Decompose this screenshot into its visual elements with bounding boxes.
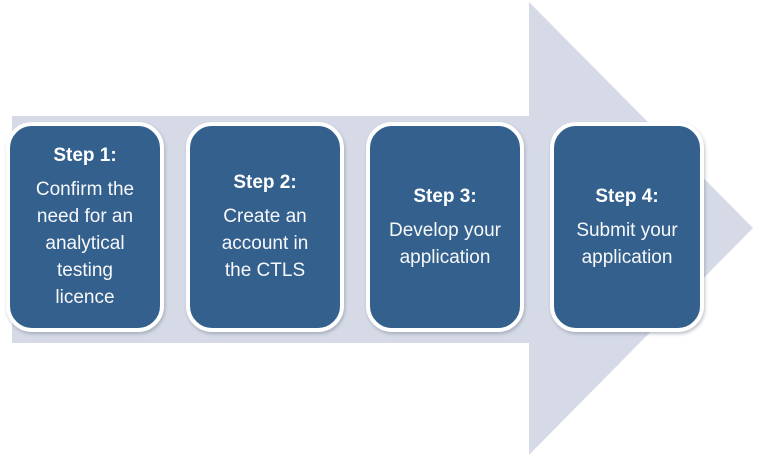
step-3-box: Step 3: Develop your application	[366, 122, 524, 332]
step-4-box: Step 4: Submit your application	[550, 122, 704, 332]
step-2-box: Step 2: Create an account in the CTLS	[186, 122, 344, 332]
step-2-description: Create an account in the CTLS	[221, 206, 309, 281]
step-1-heading: Step 1:	[53, 145, 117, 166]
step-4-heading: Step 4:	[595, 185, 659, 207]
step-3-heading: Step 3:	[413, 185, 477, 207]
step-1-box: Step 1: Confirm the need for an analytic…	[6, 122, 164, 332]
step-1-description: Confirm the need for an analytical testi…	[35, 179, 135, 308]
step-3-description: Develop your application	[389, 219, 501, 268]
step-2-heading: Step 2:	[233, 172, 297, 193]
step-4-description: Submit your application	[576, 219, 678, 268]
